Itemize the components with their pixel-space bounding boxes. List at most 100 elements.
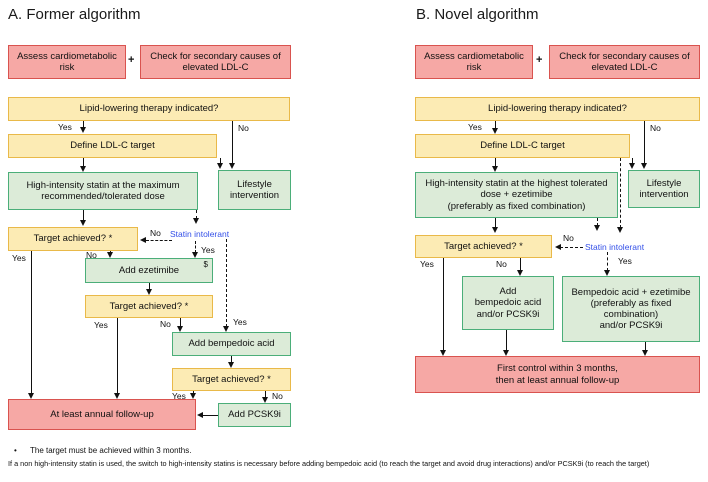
- arrow-line: [193, 391, 194, 394]
- arrow-line: [231, 356, 232, 363]
- arrow-line: [83, 121, 84, 129]
- label-b-statin-intolerant: Statin intolerant: [585, 242, 645, 252]
- dashed-line: [196, 210, 197, 219]
- box-b-assess-risk: Assess cardiometabolic risk: [415, 45, 533, 79]
- arrowhead-down: [223, 326, 229, 332]
- label-b-yes-intolerant: Yes: [618, 256, 632, 266]
- arrow-line: [632, 158, 633, 164]
- arrowhead-down: [642, 350, 648, 356]
- label-a-yes-4: Yes: [172, 391, 186, 401]
- box-a-define-target: Define LDL-C target: [8, 134, 217, 158]
- box-a-lifestyle: Lifestyle intervention: [218, 170, 291, 210]
- arrow-line: [83, 210, 84, 221]
- label-b-yes-2: Yes: [420, 259, 434, 269]
- label-b-yes-1: Yes: [468, 122, 482, 132]
- arrowhead-down: [492, 227, 498, 233]
- box-b-followup: First control within 3 months, then at l…: [415, 356, 700, 393]
- arrow-line: [520, 258, 521, 270]
- arrowhead-down: [641, 163, 647, 169]
- arrow-line: [117, 318, 118, 393]
- arrow-line: [31, 251, 32, 393]
- arrow-line: [232, 121, 233, 163]
- arrow-line: [495, 158, 496, 167]
- box-a-assess-risk: Assess cardiometabolic risk: [8, 45, 126, 79]
- arrowhead-down: [107, 252, 113, 258]
- label-a-no-intolerant: No: [150, 228, 161, 238]
- arrowhead-down: [262, 397, 268, 403]
- arrow-line: [265, 391, 266, 398]
- arrowhead-down: [517, 270, 523, 276]
- dashed-line: [607, 252, 608, 271]
- dashed-line: [195, 241, 196, 253]
- box-a-add-pcsk9i: Add PCSK9i: [218, 403, 291, 427]
- box-b-target-achieved: Target achieved? *: [415, 235, 552, 258]
- box-b-high-intensity-statin: High-intensity statin at the highest tol…: [415, 172, 618, 218]
- arrowhead-down: [193, 218, 199, 224]
- label-b-no-1: No: [650, 123, 661, 133]
- label-a-no-4: No: [272, 391, 283, 401]
- arrowhead-down: [146, 289, 152, 295]
- footnote-line-2: If a non high-intensity statin is used, …: [8, 459, 650, 468]
- box-a-high-intensity-statin: High-intensity statin at the maximum rec…: [8, 172, 198, 210]
- arrowhead-left: [197, 412, 203, 418]
- arrowhead-down: [492, 128, 498, 134]
- arrow-line: [443, 258, 444, 350]
- arrowhead-down: [80, 127, 86, 133]
- box-b-llt-indicated: Lipid-lowering therapy indicated?: [415, 97, 700, 121]
- arrowhead-down: [617, 227, 623, 233]
- box-a-followup: At least annual follow-up: [8, 399, 196, 430]
- box-a-target-achieved-2: Target achieved? *: [85, 295, 213, 318]
- label-b-no-2: No: [496, 259, 507, 269]
- panel-a-title: A. Former algorithm: [8, 6, 141, 23]
- arrowhead-down: [177, 326, 183, 332]
- arrowhead-down: [190, 393, 196, 399]
- label-b-no-intolerant: No: [563, 233, 574, 243]
- add-ezetimibe-text: Add ezetimibe: [118, 264, 180, 276]
- label-a-yes-1: Yes: [58, 122, 72, 132]
- plus-sign-b: +: [536, 54, 543, 66]
- arrowhead-down: [492, 166, 498, 172]
- arrowhead-down: [80, 166, 86, 172]
- dashed-line: [597, 218, 598, 226]
- footnote-bullet: •: [14, 446, 17, 455]
- plus-sign-a: +: [128, 54, 135, 66]
- ezetimibe-footnote-marker: $: [203, 260, 208, 269]
- label-a-no-3: No: [160, 319, 171, 329]
- footnote-line-1: The target must be achieved within 3 mon…: [30, 446, 192, 455]
- arrowhead-down: [80, 220, 86, 226]
- box-a-target-achieved-1: Target achieved? *: [8, 227, 138, 251]
- label-a-yes-3: Yes: [94, 320, 108, 330]
- arrow-line: [149, 283, 150, 290]
- box-b-bempedoic-ezetimibe: Bempedoic acid + ezetimibe (preferably a…: [562, 276, 700, 342]
- dashed-line: [226, 239, 227, 327]
- box-a-llt-indicated: Lipid-lowering therapy indicated?: [8, 97, 290, 121]
- arrowhead-down: [629, 163, 635, 169]
- arrow-line: [180, 318, 181, 327]
- box-b-secondary-causes: Check for secondary causes of elevated L…: [549, 45, 700, 79]
- box-a-secondary-causes: Check for secondary causes of elevated L…: [140, 45, 291, 79]
- dashed-line: [146, 240, 172, 241]
- arrowhead-left: [140, 237, 146, 243]
- label-a-no-2: No: [86, 250, 97, 260]
- arrowhead-down: [440, 350, 446, 356]
- dashed-line: [560, 247, 583, 248]
- dashed-line: [620, 158, 621, 228]
- arrow-line: [83, 158, 84, 167]
- arrowhead-down: [192, 252, 198, 258]
- box-b-define-target: Define LDL-C target: [415, 134, 630, 158]
- box-a-target-achieved-3: Target achieved? *: [172, 368, 291, 391]
- arrow-line: [220, 158, 221, 164]
- arrow-line: [506, 330, 507, 350]
- arrowhead-down: [28, 393, 34, 399]
- arrow-line: [495, 218, 496, 228]
- panel-b-title: B. Novel algorithm: [416, 6, 539, 23]
- label-a-yes-2: Yes: [12, 253, 26, 263]
- box-a-add-bempedoic: Add bempedoic acid: [172, 332, 291, 356]
- label-a-yes-intolerant: Yes: [201, 245, 215, 255]
- label-a-statin-intolerant: Statin intolerant: [170, 229, 230, 239]
- arrow-line: [644, 121, 645, 163]
- arrowhead-down: [114, 393, 120, 399]
- arrowhead-down: [604, 270, 610, 276]
- arrow-line: [495, 121, 496, 129]
